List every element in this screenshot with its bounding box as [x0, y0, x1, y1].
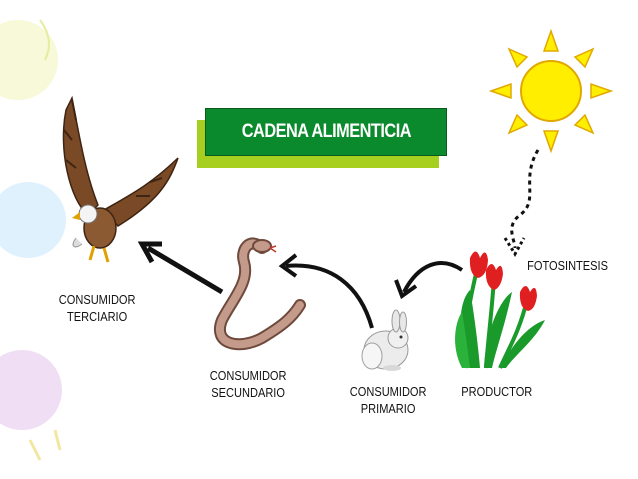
background-decoration — [0, 19, 66, 461]
arrow-snake-to-eagle — [137, 241, 224, 295]
label-productor: PRODUCTOR — [461, 383, 532, 400]
eagle-icon — [62, 95, 179, 263]
sunlight-dotted-arrow — [503, 149, 540, 257]
productor-text: PRODUCTOR — [461, 384, 533, 399]
fotosintesis-text: FOTOSINTESIS — [527, 258, 608, 273]
primario-line-2: PRIMARIO — [360, 401, 416, 416]
snake-icon — [214, 237, 306, 351]
label-fotosintesis: FOTOSINTESIS — [527, 257, 608, 274]
secundario-line-1: CONSUMIDOR — [209, 368, 287, 383]
terciario-line-2: TERCIARIO — [67, 309, 128, 324]
label-consumidor-terciario: CONSUMIDOR TERCIARIO — [59, 291, 136, 325]
primario-line-1: CONSUMIDOR — [349, 384, 427, 399]
rabbit-icon — [361, 309, 409, 371]
label-consumidor-secundario: CONSUMIDOR SECUNDARIO — [210, 367, 287, 401]
arrow-rabbit-to-snake — [278, 253, 374, 329]
secundario-line-2: SECUNDARIO — [211, 385, 285, 400]
label-consumidor-primario: CONSUMIDOR PRIMARIO — [350, 383, 427, 417]
tulips-icon — [455, 251, 545, 369]
sun-icon — [488, 28, 614, 154]
arrow-plant-to-rabbit — [394, 261, 464, 300]
title-box: CADENA ALIMENTICIA — [205, 108, 447, 156]
diagram-title: CADENA ALIMENTICIA — [241, 121, 411, 142]
terciario-line-1: CONSUMIDOR — [58, 292, 136, 307]
